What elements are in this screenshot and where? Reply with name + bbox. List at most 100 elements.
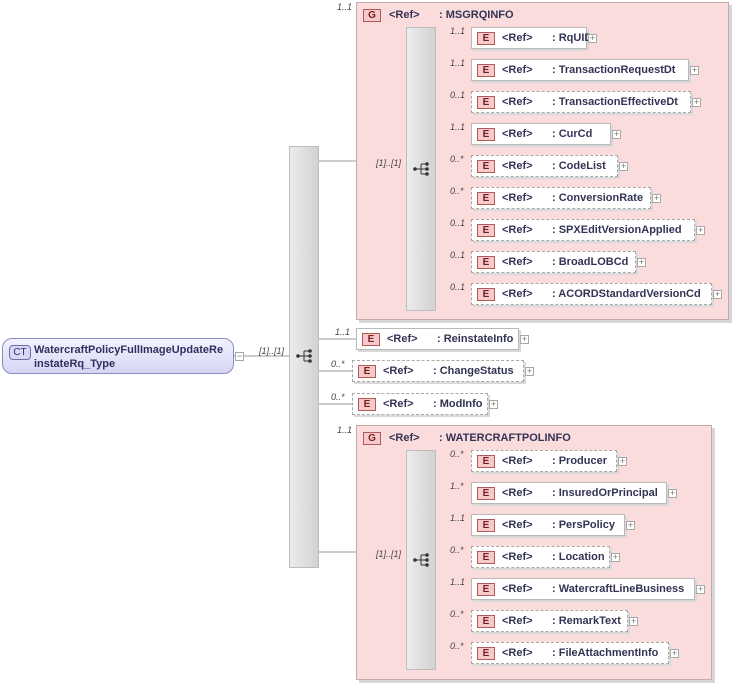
element-name: : RqUID	[552, 32, 593, 44]
element-cardinality: 0..1	[450, 218, 466, 228]
element-cardinality: 1..1	[335, 327, 351, 337]
expand-icon[interactable]: +	[696, 584, 705, 594]
expand-icon[interactable]: +	[629, 616, 638, 626]
element-badge: E	[477, 192, 495, 205]
element-ref-label: <Ref>	[387, 333, 418, 345]
element-ref-label: <Ref>	[502, 487, 533, 499]
element-badge: E	[358, 365, 376, 378]
element-name: : InsuredOrPrincipal	[552, 487, 658, 499]
element-cardinality: 0..1	[450, 250, 466, 260]
element-codelist[interactable]: E<Ref>: CodeList	[471, 155, 618, 177]
element-transactionrequestdt[interactable]: E<Ref>: TransactionRequestDt	[471, 59, 689, 81]
element-name: : Producer	[552, 455, 608, 467]
element-conversionrate[interactable]: E <Ref> : ConversionRate	[471, 187, 651, 209]
element-badge: E	[477, 519, 495, 532]
complex-type-name: WatercraftPolicyFullImageUpdateRe instat…	[34, 343, 223, 371]
element-transactioneffectivedt[interactable]: E<Ref>: TransactionEffectiveDt	[471, 91, 691, 113]
element-location[interactable]: E<Ref>: Location	[471, 546, 610, 568]
element-badge: E	[477, 224, 495, 237]
expand-icon[interactable]: +	[652, 193, 661, 203]
element-name: : TransactionRequestDt	[552, 64, 676, 76]
element-cardinality: 0..*	[331, 359, 345, 369]
expand-icon[interactable]: +	[713, 289, 722, 299]
element-ref-label: <Ref>	[502, 256, 533, 268]
element-cardinality: 1..1	[450, 58, 466, 68]
element-cardinality: 0..*	[450, 641, 464, 651]
expand-icon[interactable]: +	[668, 488, 677, 498]
expand-icon[interactable]: +	[618, 456, 627, 466]
sequence-icon	[296, 349, 312, 363]
element-name: : ModInfo	[433, 398, 483, 410]
expand-icon[interactable]: +	[611, 552, 620, 562]
element-ref-label: <Ref>	[502, 64, 533, 76]
group-msgrqinfo-seq-cardinality: [1]..[1]	[376, 158, 402, 168]
element-ref-label: <Ref>	[502, 128, 533, 140]
expand-icon[interactable]: +	[696, 225, 705, 235]
element-ref-label: <Ref>	[502, 192, 533, 204]
group-watercraftpolinfo-cardinality: 1..1	[337, 425, 353, 435]
element-cardinality: 0..1	[450, 282, 466, 292]
element-badge: E	[477, 288, 495, 301]
element-ref-label: <Ref>	[502, 519, 533, 531]
element-acordstandardversioncd[interactable]: E<Ref>: ACORDStandardVersionCd	[471, 283, 712, 305]
element-badge: E	[477, 96, 495, 109]
element-cardinality: 0..1	[450, 90, 466, 100]
element-producer[interactable]: E<Ref>: Producer	[471, 450, 617, 472]
expand-icon[interactable]: +	[525, 366, 534, 376]
expand-icon[interactable]: +	[690, 65, 699, 75]
element-rquid[interactable]: E <Ref> : RqUID	[471, 27, 592, 49]
element-ref-label: <Ref>	[502, 551, 533, 563]
element-name: : Location	[552, 551, 605, 563]
expand-icon[interactable]: +	[619, 161, 628, 171]
element-name: : SPXEditVersionApplied	[552, 224, 682, 236]
element-ref-label: <Ref>	[502, 455, 533, 467]
element-cardinality: 0..*	[450, 154, 464, 164]
element-badge: E	[477, 647, 495, 660]
element-cardinality: 1..1	[450, 26, 466, 36]
element-broadlobcd[interactable]: E<Ref>: BroadLOBCd	[471, 251, 636, 273]
element-modinfo[interactable]: E <Ref> : ModInfo	[352, 393, 488, 415]
expand-icon[interactable]: +	[692, 97, 701, 107]
element-curcd[interactable]: E<Ref>: CurCd	[471, 123, 611, 145]
element-ref-label: <Ref>	[383, 365, 414, 377]
element-ref-label: <Ref>	[502, 32, 533, 44]
element-spxeditversionapplied[interactable]: E <Ref> : SPXEditVersionApplied	[471, 219, 695, 241]
root-sequence-cardinality: [1]..[1]	[259, 346, 285, 356]
element-name: : ACORDStandardVersionCd	[552, 288, 701, 300]
element-badge: E	[358, 398, 376, 411]
element-badge: E	[362, 333, 380, 346]
element-changestatus[interactable]: E<Ref>: ChangeStatus	[352, 360, 524, 382]
element-name: : TransactionEffectiveDt	[552, 96, 678, 108]
expand-icon[interactable]: +	[588, 33, 597, 43]
element-fileattachmentinfo[interactable]: E<Ref>: FileAttachmentInfo	[471, 642, 669, 664]
element-name: : ConversionRate	[552, 192, 644, 204]
collapse-root-icon[interactable]: −	[235, 351, 244, 361]
element-perspolicy[interactable]: E <Ref> : PersPolicy	[471, 514, 625, 536]
group-watercraftpolinfo-name: : WATERCRAFTPOLINFO	[439, 432, 571, 444]
element-badge: E	[477, 32, 495, 45]
element-ref-label: <Ref>	[502, 160, 533, 172]
expand-icon[interactable]: +	[612, 129, 621, 139]
element-ref-label: <Ref>	[502, 583, 533, 595]
group-ref-label: <Ref>	[389, 9, 420, 21]
element-badge: E	[477, 160, 495, 173]
group-msgrqinfo-cardinality: 1..1	[337, 2, 353, 12]
expand-icon[interactable]: +	[670, 648, 679, 658]
expand-icon[interactable]: +	[489, 399, 498, 409]
element-name: : CurCd	[552, 128, 593, 140]
element-cardinality: 0..*	[450, 186, 464, 196]
expand-icon[interactable]: +	[626, 520, 635, 530]
element-name: : PersPolicy	[552, 519, 615, 531]
element-watercraftlinebusiness[interactable]: E<Ref>: WatercraftLineBusiness	[471, 578, 695, 600]
element-ref-label: <Ref>	[502, 224, 533, 236]
element-insuredorprincipal[interactable]: E<Ref>: InsuredOrPrincipal	[471, 482, 667, 504]
expand-icon[interactable]: +	[520, 334, 529, 344]
element-reinstateinfo[interactable]: E<Ref>: ReinstateInfo	[356, 328, 519, 350]
element-ref-label: <Ref>	[383, 398, 414, 410]
complex-type-box[interactable]: CT WatercraftPolicyFullImageUpdateRe ins…	[2, 338, 234, 374]
element-name: : BroadLOBCd	[552, 256, 629, 268]
element-remarktext[interactable]: E<Ref>: RemarkText	[471, 610, 628, 632]
element-cardinality: 1..1	[450, 122, 466, 132]
complex-type-name-line1: WatercraftPolicyFullImageUpdateRe	[34, 344, 224, 356]
expand-icon[interactable]: +	[637, 257, 646, 267]
